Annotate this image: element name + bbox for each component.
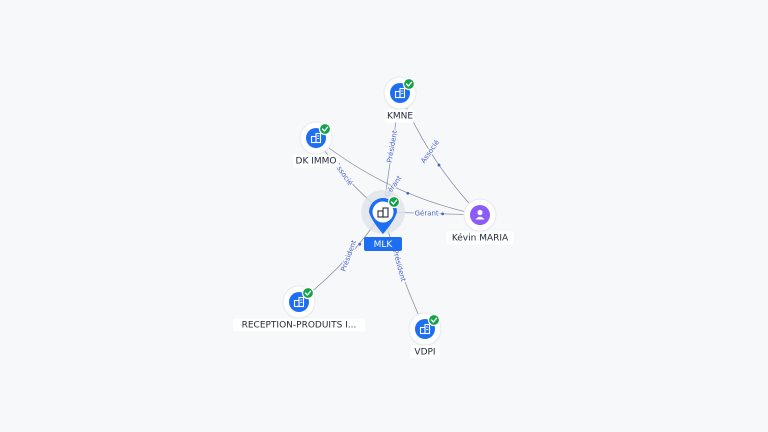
node-reception[interactable]: RECEPTION-PRODUITS I... xyxy=(232,285,366,332)
node-label: VDPI xyxy=(414,348,435,358)
node-label: KMNE xyxy=(387,112,413,122)
node-label-bg xyxy=(410,345,440,359)
node-vdpi[interactable]: VDPI xyxy=(408,312,442,359)
edge-arrow xyxy=(358,242,362,246)
edge-label: Gérant xyxy=(415,209,439,217)
node-mlk[interactable]: MLK xyxy=(361,190,405,251)
edge-label: Président xyxy=(339,239,358,273)
node-dkimmo[interactable]: DK IMMO xyxy=(293,121,339,168)
edge-arrow xyxy=(437,163,441,167)
node-kevin[interactable]: Kévin MARIA xyxy=(446,198,514,245)
node-label-bg xyxy=(385,109,415,123)
edge-label: Président xyxy=(386,130,400,164)
building-icon xyxy=(394,87,406,99)
node-label-pill xyxy=(364,237,402,251)
verified-check-icon xyxy=(318,122,332,136)
building-icon xyxy=(310,132,322,144)
edge-label: Associé xyxy=(419,139,441,165)
person-icon xyxy=(475,209,485,220)
node-label: RECEPTION-PRODUITS I... xyxy=(242,321,357,331)
edge-line xyxy=(399,92,481,216)
nodes-layer: MLK KMNE DK IMMO Kévin MARIA RECEPTION-PRODU… xyxy=(232,76,514,359)
edge-arrow xyxy=(406,191,410,195)
node-label: Kévin MARIA xyxy=(452,233,509,244)
edge-arrow xyxy=(393,129,397,133)
node-label-bg xyxy=(232,318,366,332)
edge-label: Président xyxy=(391,249,407,283)
edge-line xyxy=(315,137,481,216)
verified-check-icon xyxy=(301,286,315,300)
building-icon xyxy=(293,296,305,308)
node-label: MLK xyxy=(374,240,394,250)
verified-check-icon xyxy=(427,313,441,327)
verified-check-icon xyxy=(387,195,401,209)
building-icon xyxy=(419,323,431,335)
building-icon xyxy=(377,207,389,218)
node-kmne[interactable]: KMNE xyxy=(383,76,417,123)
node-label-bg xyxy=(293,154,339,168)
verified-check-icon xyxy=(402,77,416,91)
node-label: DK IMMO xyxy=(296,157,337,167)
node-label-bg xyxy=(446,231,514,245)
edge-arrow xyxy=(441,212,445,216)
